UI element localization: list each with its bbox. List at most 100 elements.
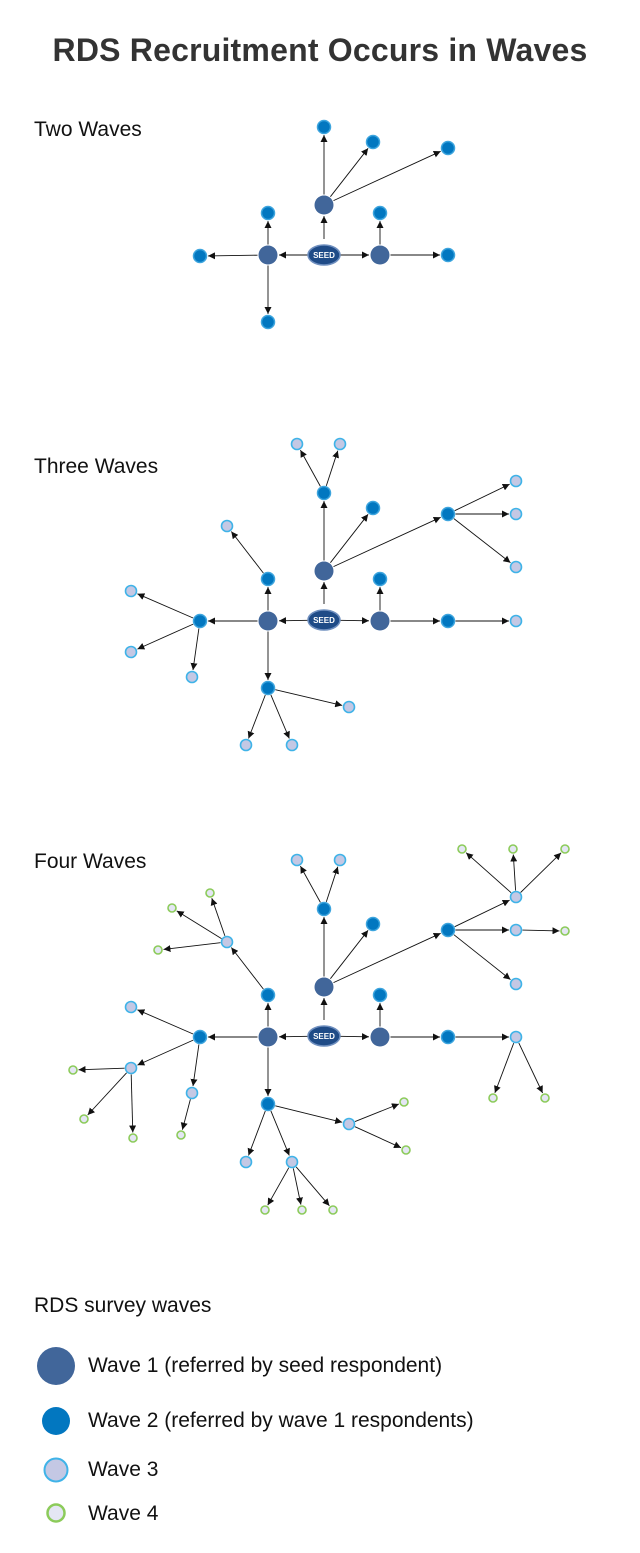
recruitment-edge <box>292 1168 303 1205</box>
wave-2-node <box>316 119 332 135</box>
recruitment-edge <box>137 1009 194 1035</box>
wave-3-node <box>220 519 234 533</box>
legend-label-wave-1: Wave 1 (referred by seed respondent) <box>88 1354 443 1377</box>
recruitment-edge <box>267 1167 290 1206</box>
recruitment-edge <box>330 930 369 979</box>
recruitment-edge <box>339 617 370 625</box>
wave-3-node <box>124 1000 138 1014</box>
recruitment-edge <box>494 1042 515 1094</box>
wave-2-node <box>260 314 276 330</box>
wave-4-node <box>167 903 177 913</box>
wave-2-node <box>372 571 388 587</box>
wave-4-node <box>560 844 570 854</box>
wave-4-node <box>457 844 467 854</box>
wave-2-node <box>440 922 456 938</box>
wave-2-node <box>260 571 276 587</box>
wave-4-node <box>260 1205 270 1215</box>
wave-3-node <box>124 584 138 598</box>
recruitment-edge <box>163 942 221 953</box>
recruitment-edge <box>330 514 369 563</box>
wave-3-node <box>509 923 523 937</box>
wave-4-node <box>401 1145 411 1155</box>
seed-label: SEED <box>313 251 335 260</box>
two-waves-network: SEED <box>192 119 456 330</box>
recruitment-edge <box>339 1033 370 1041</box>
recruitment-edge <box>278 1033 309 1041</box>
wave-4-node <box>153 945 163 955</box>
recruitment-edge <box>333 516 441 568</box>
recruitment-edge <box>190 628 200 671</box>
wave-1-node <box>258 1027 278 1047</box>
wave-1-node <box>370 611 390 631</box>
legend-label-wave-2: Wave 2 (referred by wave 1 respondents) <box>88 1409 474 1432</box>
legend-label-wave-3: Wave 3 <box>88 1458 159 1481</box>
wave-2-node <box>365 500 381 516</box>
wave-3-node <box>509 614 523 628</box>
wave-3-node <box>124 645 138 659</box>
wave-3-node <box>285 738 299 752</box>
wave-2-node <box>260 1096 276 1112</box>
wave-1-node <box>370 245 390 265</box>
wave-4-node <box>176 1130 186 1140</box>
panel-label-four-waves: Four Waves <box>34 850 147 873</box>
legend-wave-3-marker <box>43 1457 69 1483</box>
wave-4-node <box>128 1133 138 1143</box>
wave-2-node <box>440 506 456 522</box>
wave-3-node <box>124 1061 138 1075</box>
recruitment-edge <box>522 927 560 935</box>
seed-label: SEED <box>313 1032 335 1041</box>
wave-3-node <box>333 437 347 451</box>
wave-3-node <box>290 853 304 867</box>
wave-3-node <box>342 700 356 714</box>
recruitment-edge <box>453 934 511 980</box>
recruitment-edge <box>465 852 512 894</box>
wave-2-node <box>440 247 456 263</box>
recruitment-edge <box>520 852 562 893</box>
recruitment-edge <box>510 854 518 891</box>
three-waves-network: SEED <box>124 437 523 752</box>
wave-2-node <box>440 1029 456 1045</box>
wave-3-node <box>509 560 523 574</box>
recruitment-edge <box>247 694 266 739</box>
wave-1-node <box>314 977 334 997</box>
page-title: RDS Recruitment Occurs in Waves <box>52 32 588 68</box>
recruitment-edge <box>278 617 309 625</box>
wave-3-node <box>333 853 347 867</box>
wave-3-node <box>239 1155 253 1169</box>
recruitment-edge <box>230 947 264 990</box>
recruitment-edge <box>87 1072 127 1116</box>
wave-1-node <box>258 611 278 631</box>
wave-3-node <box>220 935 234 949</box>
recruitment-edge <box>300 449 321 487</box>
recruitment-edge <box>295 1166 330 1207</box>
recruitment-edge <box>518 1042 544 1094</box>
wave-3-node <box>290 437 304 451</box>
wave-3-node <box>185 1086 199 1100</box>
wave-1-node <box>314 561 334 581</box>
seed-node: SEED <box>307 244 341 266</box>
wave-3-node <box>285 1155 299 1169</box>
recruitment-edge <box>454 483 510 512</box>
two-edges <box>207 135 441 314</box>
recruitment-edge <box>129 1074 137 1133</box>
wave-2-node <box>192 248 208 264</box>
wave-3-node <box>185 670 199 684</box>
wave-3-node <box>342 1117 356 1131</box>
recruitment-edge <box>454 899 510 928</box>
legend-label-wave-4: Wave 4 <box>88 1502 159 1525</box>
wave-2-node <box>372 205 388 221</box>
recruitment-edge <box>330 148 369 197</box>
recruitment-edge <box>333 932 441 984</box>
wave-2-node <box>365 134 381 150</box>
wave-2-node <box>260 680 276 696</box>
wave-1-node <box>314 195 334 215</box>
recruitment-edge <box>354 1103 400 1123</box>
recruitment-edge <box>176 910 222 939</box>
wave-4-node <box>205 888 215 898</box>
wave-3-node <box>509 1030 523 1044</box>
recruitment-edge <box>137 623 194 650</box>
recruitment-edge <box>247 1110 266 1156</box>
wave-2-node <box>365 916 381 932</box>
wave-2-node <box>316 485 332 501</box>
